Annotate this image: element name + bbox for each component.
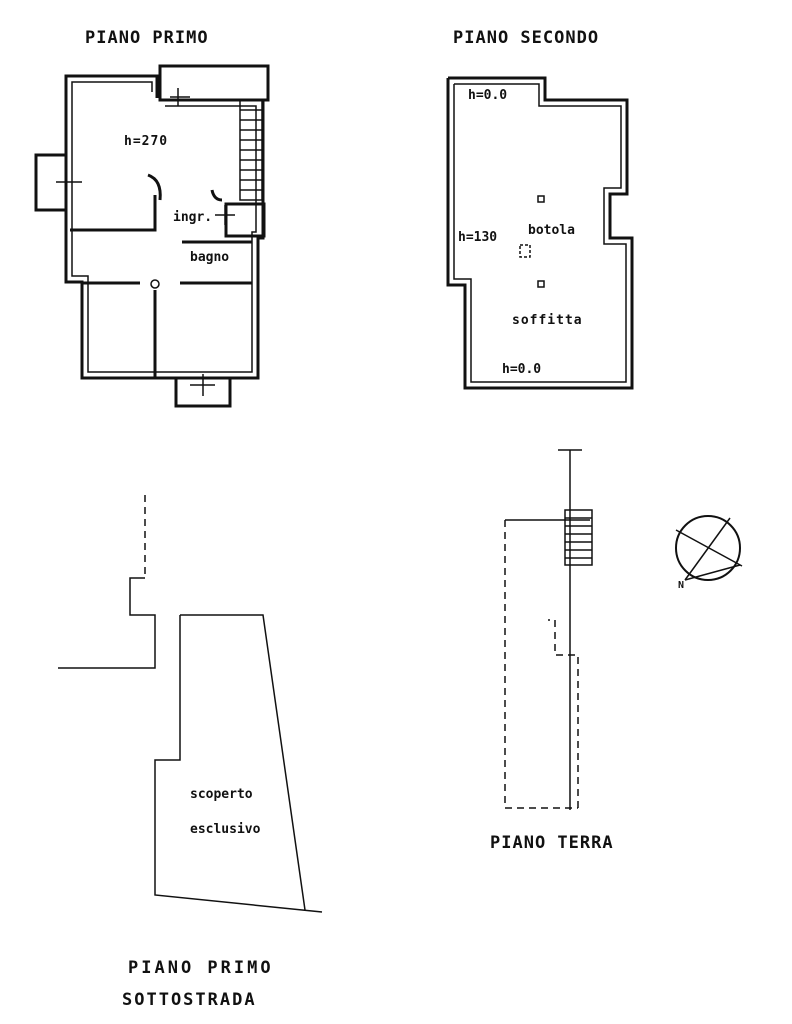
title-piano-secondo: PIANO SECONDO xyxy=(453,28,600,48)
north-compass-icon xyxy=(675,515,743,581)
stairs xyxy=(239,99,263,201)
title-piano-terra: PIANO TERRA xyxy=(490,833,614,853)
plan-piano-secondo xyxy=(446,76,634,390)
compass-north-label: N xyxy=(678,580,686,591)
label-soffitta: soffitta xyxy=(512,313,583,328)
label-scoperto: scoperto xyxy=(190,787,253,802)
label-esclusivo: esclusivo xyxy=(190,822,261,837)
label-bagno: bagno xyxy=(190,250,230,265)
label-h-mid: h=130 xyxy=(458,230,498,245)
label-h-bottom: h=0.0 xyxy=(502,362,542,377)
title-piano-primo-sottostrada: PIANO PRIMO xyxy=(128,958,274,978)
label-height-primo: h=270 xyxy=(124,134,169,149)
title-piano-primo: PIANO PRIMO xyxy=(85,28,209,48)
terrace-top xyxy=(158,64,270,102)
label-h-top: h=0.0 xyxy=(468,88,508,103)
title-sottostrada: SOTTOSTRADA xyxy=(122,990,257,1010)
label-botola: botola xyxy=(528,223,575,238)
plan-sottostrada xyxy=(58,495,323,913)
plan-piano-terra xyxy=(504,449,593,810)
stairs-terra xyxy=(564,509,593,566)
plan-piano-primo xyxy=(34,64,270,408)
label-ingresso: ingr. xyxy=(173,210,213,225)
